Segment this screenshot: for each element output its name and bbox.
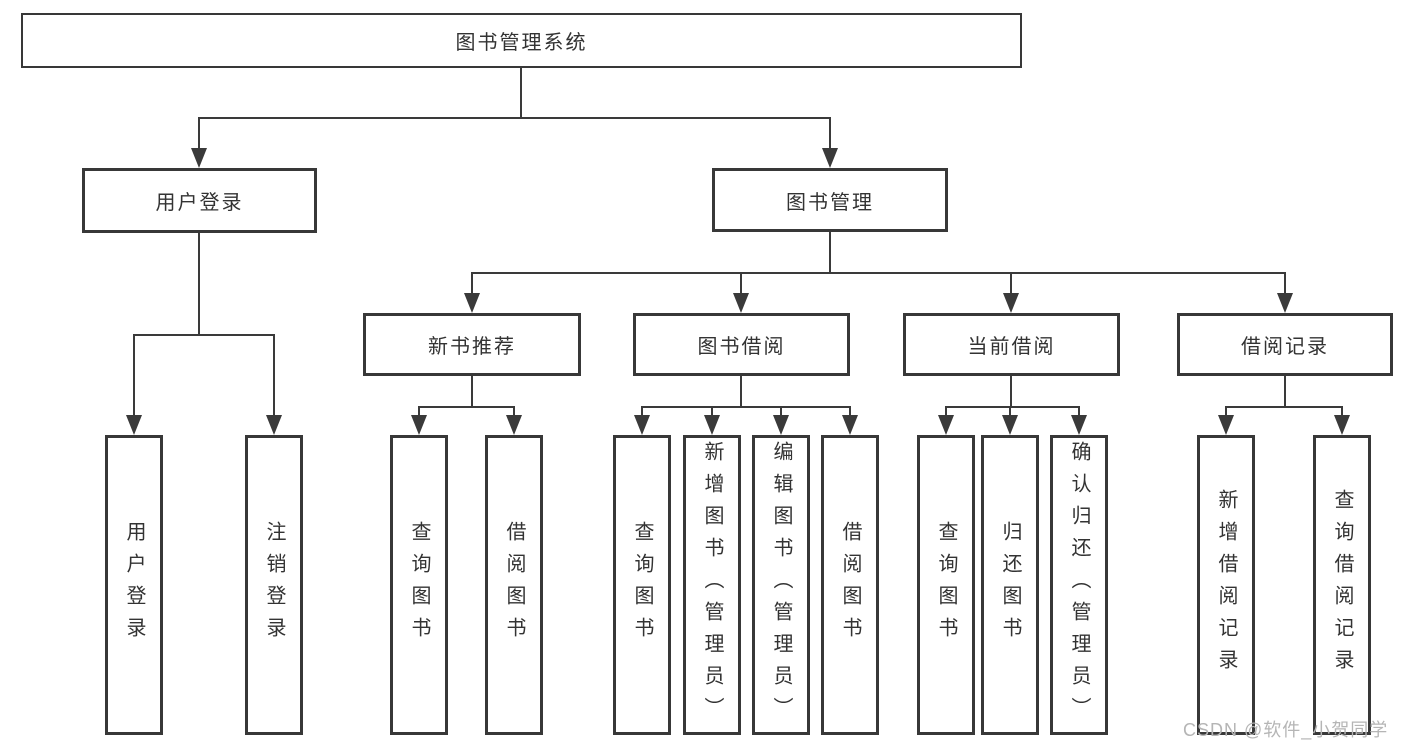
connector-line	[471, 272, 1286, 274]
arrow-down-icon	[1277, 293, 1293, 313]
leaf-return-books: 归还图书	[981, 435, 1039, 735]
leaf-query-books-recommend: 查询图书	[390, 435, 448, 735]
connector-line	[1225, 406, 1227, 418]
connector-line	[641, 406, 643, 418]
connector-line	[1341, 406, 1343, 418]
connector-line	[1078, 406, 1080, 418]
connector-line	[133, 334, 275, 336]
connector-line	[1010, 376, 1012, 408]
leaf-add-books-admin: 新增图书（管理员）	[683, 435, 741, 735]
connector-line	[780, 406, 782, 418]
arrow-down-icon	[822, 148, 838, 168]
connector-line	[513, 406, 515, 418]
connector-line	[418, 406, 420, 418]
connector-line	[829, 117, 831, 151]
connector-line	[418, 406, 515, 408]
connector-line	[471, 272, 473, 296]
leaf-confirm-return-admin: 确认归还（管理员）	[1050, 435, 1108, 735]
connector-line	[1009, 406, 1011, 418]
arrow-down-icon	[842, 415, 858, 435]
leaf-query-books-current: 查询图书	[917, 435, 975, 735]
connector-line	[1284, 272, 1286, 296]
connector-line	[740, 272, 742, 296]
connector-line	[198, 117, 200, 151]
connector-line	[520, 68, 522, 119]
leaf-logout: 注销登录	[245, 435, 303, 735]
connector-line	[1284, 376, 1286, 408]
node-borrowing-records: 借阅记录	[1177, 313, 1393, 376]
arrow-down-icon	[1003, 293, 1019, 313]
connector-line	[198, 233, 200, 336]
arrow-down-icon	[1071, 415, 1087, 435]
node-user-login: 用户登录	[82, 168, 317, 233]
arrow-down-icon	[634, 415, 650, 435]
node-book-management: 图书管理	[712, 168, 948, 232]
csdn-watermark: CSDN @软件_小贺同学	[1183, 720, 1389, 740]
connector-line	[471, 376, 473, 408]
leaf-borrow-books-recommend: 借阅图书	[485, 435, 543, 735]
arrow-down-icon	[506, 415, 522, 435]
connector-line	[711, 406, 713, 418]
leaf-user-login: 用户登录	[105, 435, 163, 735]
arrow-down-icon	[411, 415, 427, 435]
arrow-down-icon	[266, 415, 282, 435]
arrow-down-icon	[1218, 415, 1234, 435]
node-current-borrowing: 当前借阅	[903, 313, 1120, 376]
connector-line	[849, 406, 851, 418]
connector-line	[829, 232, 831, 274]
leaf-query-books-borrow: 查询图书	[613, 435, 671, 735]
node-new-book-recommendation: 新书推荐	[363, 313, 581, 376]
connector-line	[740, 376, 742, 408]
leaf-edit-books-admin: 编辑图书（管理员）	[752, 435, 810, 735]
arrow-down-icon	[733, 293, 749, 313]
arrow-down-icon	[938, 415, 954, 435]
node-book-borrowing: 图书借阅	[633, 313, 850, 376]
leaf-query-borrow-record: 查询借阅记录	[1313, 435, 1371, 735]
arrow-down-icon	[773, 415, 789, 435]
connector-line	[133, 334, 135, 417]
connector-line	[198, 117, 831, 119]
leaf-add-borrow-record: 新增借阅记录	[1197, 435, 1255, 735]
connector-line	[1225, 406, 1343, 408]
leaf-borrow-books: 借阅图书	[821, 435, 879, 735]
arrow-down-icon	[1002, 415, 1018, 435]
connector-line	[1010, 272, 1012, 296]
arrow-down-icon	[191, 148, 207, 168]
arrow-down-icon	[704, 415, 720, 435]
node-library-management-system: 图书管理系统	[21, 13, 1022, 68]
arrow-down-icon	[1334, 415, 1350, 435]
connector-line	[945, 406, 1080, 408]
connector-line	[945, 406, 947, 418]
connector-line	[641, 406, 851, 408]
connector-line	[273, 334, 275, 417]
arrow-down-icon	[126, 415, 142, 435]
arrow-down-icon	[464, 293, 480, 313]
